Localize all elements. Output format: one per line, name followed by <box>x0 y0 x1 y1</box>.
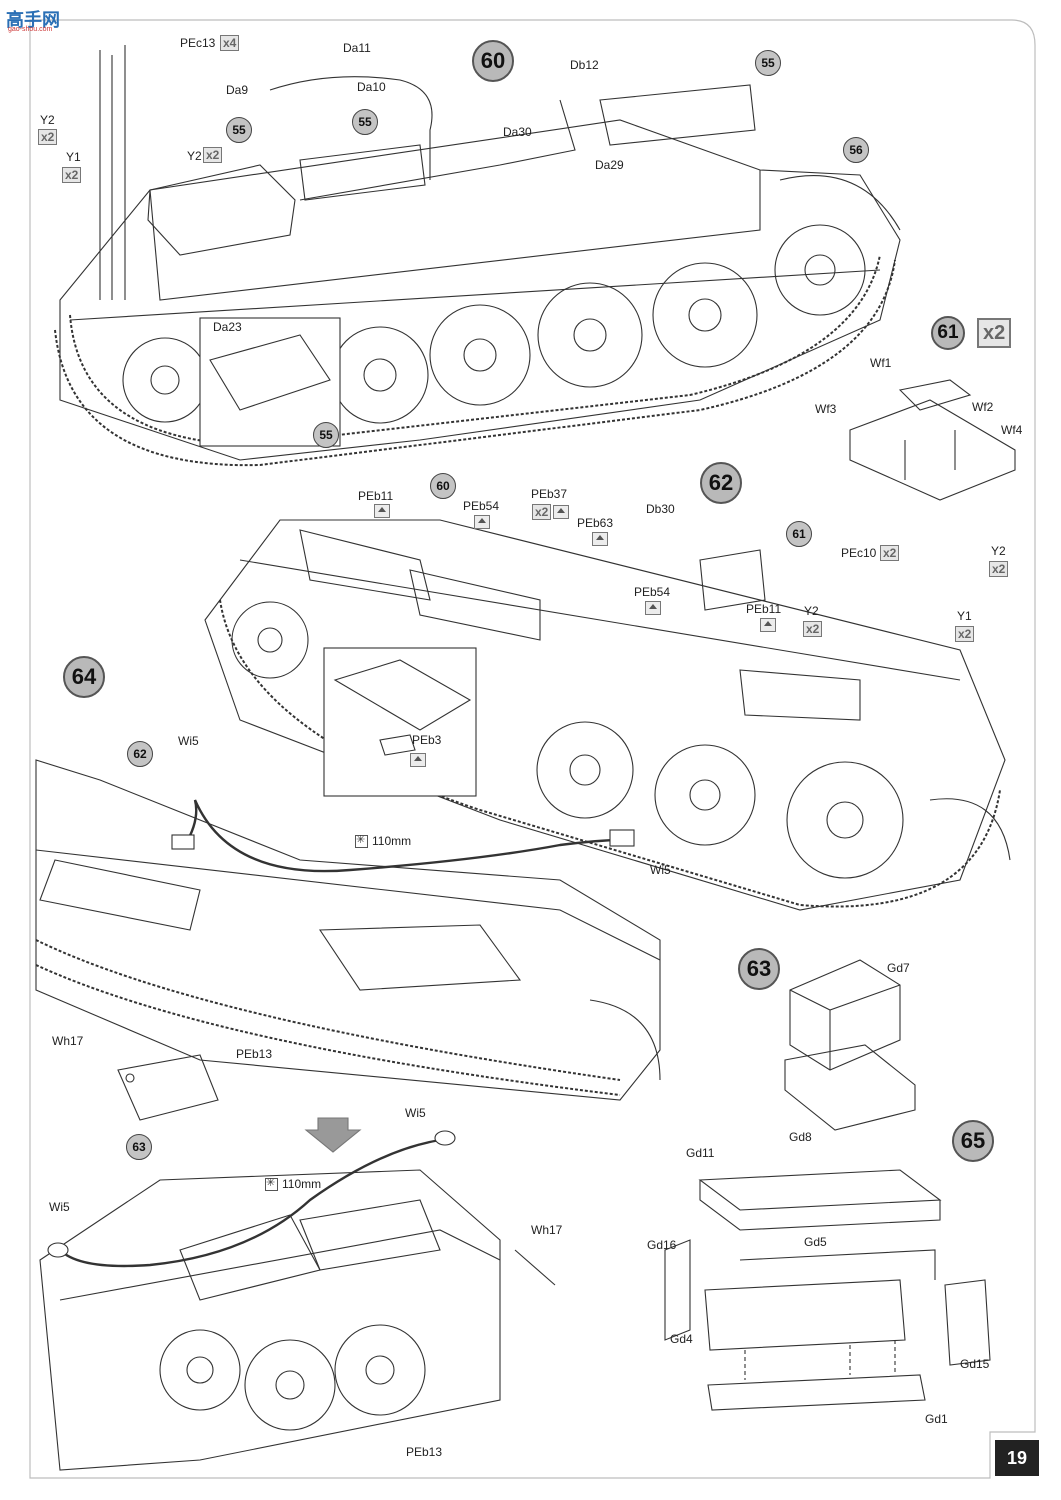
ref-55-d: 55 <box>313 422 339 448</box>
label-wf1: Wf1 <box>870 356 892 370</box>
label-peb13-b: PEb13 <box>406 1445 443 1459</box>
label-y2-c-qty: x2 <box>989 561 1009 577</box>
jerrycan-step-63 <box>784 959 916 1131</box>
step-61-badge: 61 <box>931 316 965 350</box>
label-peb37: PEb37 <box>531 487 568 501</box>
label-y1-a: Y1 <box>66 150 81 164</box>
label-peb13-a: PEb13 <box>236 1047 273 1061</box>
label-peb63: PEb63 <box>577 516 614 530</box>
label-wf4: Wf4 <box>1001 423 1023 437</box>
label-db30: Db30 <box>646 502 675 516</box>
hull-step-62 <box>204 519 1011 911</box>
label-da30: Da30 <box>503 125 532 139</box>
label-y2-b-qty: x2 <box>203 147 223 163</box>
label-gd11: Gd11 <box>686 1146 715 1160</box>
label-gd5: Gd5 <box>804 1235 827 1249</box>
label-y2-d-qty: x2 <box>803 621 823 637</box>
label-da23: Da23 <box>213 320 242 334</box>
label-peb37-qty: x2 <box>532 504 552 520</box>
step-65-badge: 65 <box>952 1120 994 1162</box>
ref-62: 62 <box>127 741 153 767</box>
ref-56: 56 <box>843 137 869 163</box>
watermark-logo: 高手网 gao-shou.com <box>6 6 74 36</box>
cut-length-icon <box>265 1176 278 1191</box>
label-gd16: Gd16 <box>647 1238 677 1252</box>
photo-etch-icon <box>374 504 390 518</box>
watermark-url: gao-shou.com <box>8 26 53 33</box>
watermark-text: 高手网 <box>6 10 60 30</box>
label-y2-c: Y2 <box>991 544 1006 558</box>
label-wf3: Wf3 <box>815 402 837 416</box>
arrow-down <box>304 1117 362 1153</box>
step-61-quantity: x2 <box>977 318 1012 348</box>
photo-etch-icon <box>592 532 608 546</box>
bracket-step-61 <box>849 379 1016 501</box>
step-62-badge: 62 <box>700 462 742 504</box>
length-110mm-top: 110mm <box>355 833 412 848</box>
photo-etch-icon <box>553 505 569 519</box>
label-wf2: Wf2 <box>972 400 994 414</box>
label-da9: Da9 <box>226 83 249 97</box>
hull-step-64-bottom <box>39 1130 556 1471</box>
label-wi5-c: Wi5 <box>405 1106 426 1120</box>
label-y2-a-qty: x2 <box>38 129 58 145</box>
label-wi5-d: Wi5 <box>49 1200 70 1214</box>
label-y1-a-qty: x2 <box>62 167 82 183</box>
length-110mm-bottom: 110mm <box>265 1176 322 1191</box>
photo-etch-icon <box>645 601 661 615</box>
ref-63-a: 63 <box>126 1134 152 1160</box>
label-gd4: Gd4 <box>670 1332 693 1346</box>
label-pec10: PEc10 <box>841 546 877 560</box>
label-gd15: Gd15 <box>960 1357 990 1371</box>
ref-60: 60 <box>430 473 456 499</box>
label-y2-d: Y2 <box>804 604 819 618</box>
box-step-65 <box>664 1169 991 1411</box>
page-number: 19 <box>995 1440 1039 1476</box>
label-y1-b: Y1 <box>957 609 972 623</box>
label-db12: Db12 <box>570 58 599 72</box>
label-peb11-b: PEb11 <box>746 602 782 616</box>
label-peb3: PEb3 <box>412 733 442 747</box>
label-peb54-b: PEb54 <box>634 585 671 599</box>
hull-step-60 <box>54 45 901 467</box>
label-gd7: Gd7 <box>887 961 910 975</box>
photo-etch-icon <box>760 618 776 632</box>
length-text: 110mm <box>282 1177 322 1191</box>
label-pec10-qty: x2 <box>880 545 900 561</box>
label-wh17-a: Wh17 <box>52 1034 84 1048</box>
ref-61: 61 <box>786 521 812 547</box>
label-wi5-a: Wi5 <box>178 734 199 748</box>
label-gd8: Gd8 <box>789 1130 812 1144</box>
ref-55-a: 55 <box>755 50 781 76</box>
label-wi5-b: Wi5 <box>650 863 671 877</box>
step-64-badge: 64 <box>63 656 105 698</box>
label-y2-a: Y2 <box>40 113 55 127</box>
step-63-badge: 63 <box>738 948 780 990</box>
ref-55-c: 55 <box>352 109 378 135</box>
label-da29: Da29 <box>595 158 624 172</box>
label-peb54-a: PEb54 <box>463 499 500 513</box>
step-60-badge: 60 <box>472 40 514 82</box>
page-frame <box>29 19 1036 1479</box>
label-da11: Da11 <box>343 41 371 55</box>
label-peb11-a: PEb11 <box>358 489 394 503</box>
label-da10: Da10 <box>357 80 386 94</box>
label-pec13-qty: x4 <box>220 35 240 51</box>
label-y1-b-qty: x2 <box>955 626 975 642</box>
length-text: 110mm <box>372 834 412 848</box>
label-gd1: Gd1 <box>925 1412 948 1426</box>
hull-step-64-top <box>35 759 661 1121</box>
label-wh17-b: Wh17 <box>531 1223 563 1237</box>
photo-etch-icon <box>410 753 426 767</box>
cut-length-icon <box>355 833 368 848</box>
ref-55-b: 55 <box>226 117 252 143</box>
photo-etch-icon <box>474 515 490 529</box>
label-pec13: PEc13 <box>180 36 216 50</box>
label-y2-b: Y2 <box>187 149 202 163</box>
